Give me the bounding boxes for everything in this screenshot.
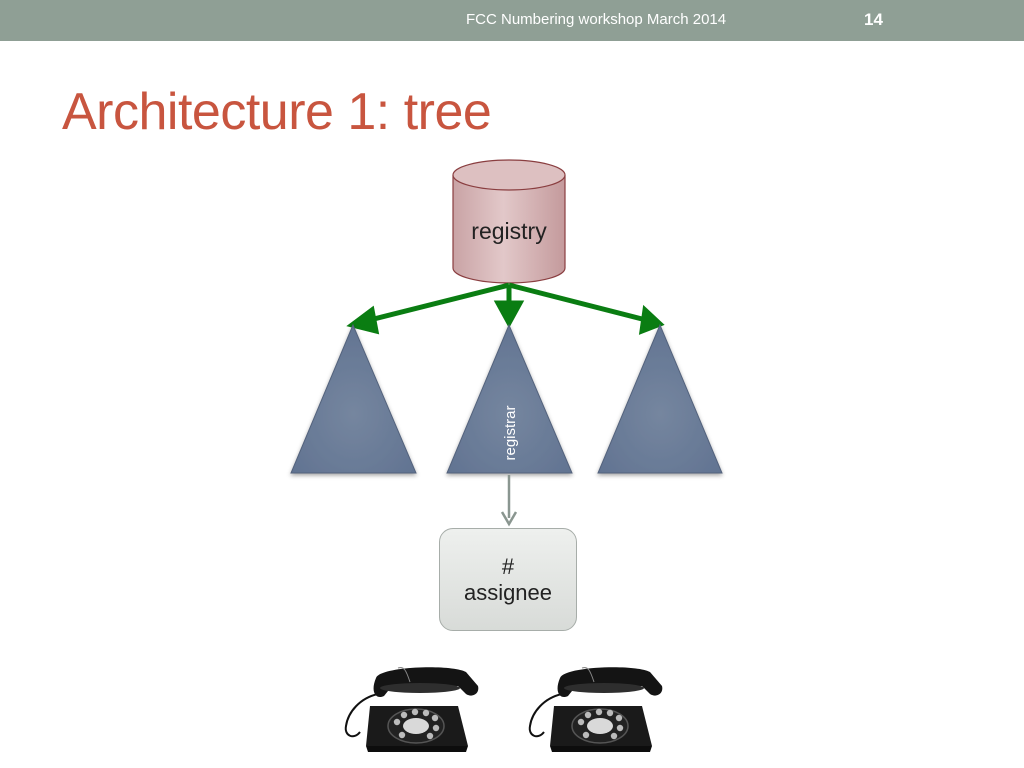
registrar-label: registrar [502, 405, 519, 461]
registrar-triangle-left [290, 323, 417, 474]
footer-text: FCC Numbering workshop March 2014 [466, 11, 727, 28]
slide-title: Architecture 1: tree [62, 83, 492, 141]
rotary-phone-icon [528, 667, 663, 752]
assignee-hash: # [501, 553, 515, 579]
registry-label: registry [471, 218, 547, 244]
assignee-box: # assignee [439, 528, 577, 631]
header-bar: FCC Numbering workshop March 2014 14 [0, 0, 1024, 41]
registry-database [452, 159, 566, 284]
arrow-center-head [493, 300, 525, 329]
arrow-right [508, 282, 647, 323]
arrow-left-head [346, 305, 380, 335]
arrow-left [365, 282, 510, 324]
registrar-triangle-right [597, 323, 723, 474]
registrar-to-assignee-arrow [500, 475, 518, 527]
arrow-right-head [638, 304, 665, 335]
rotary-phone-icon [344, 667, 479, 752]
slide-number: 14 [864, 10, 883, 29]
registry-to-registrar-arrows [346, 282, 665, 335]
assignee-label: assignee [463, 579, 553, 605]
registrar-triangle-center [446, 323, 573, 474]
